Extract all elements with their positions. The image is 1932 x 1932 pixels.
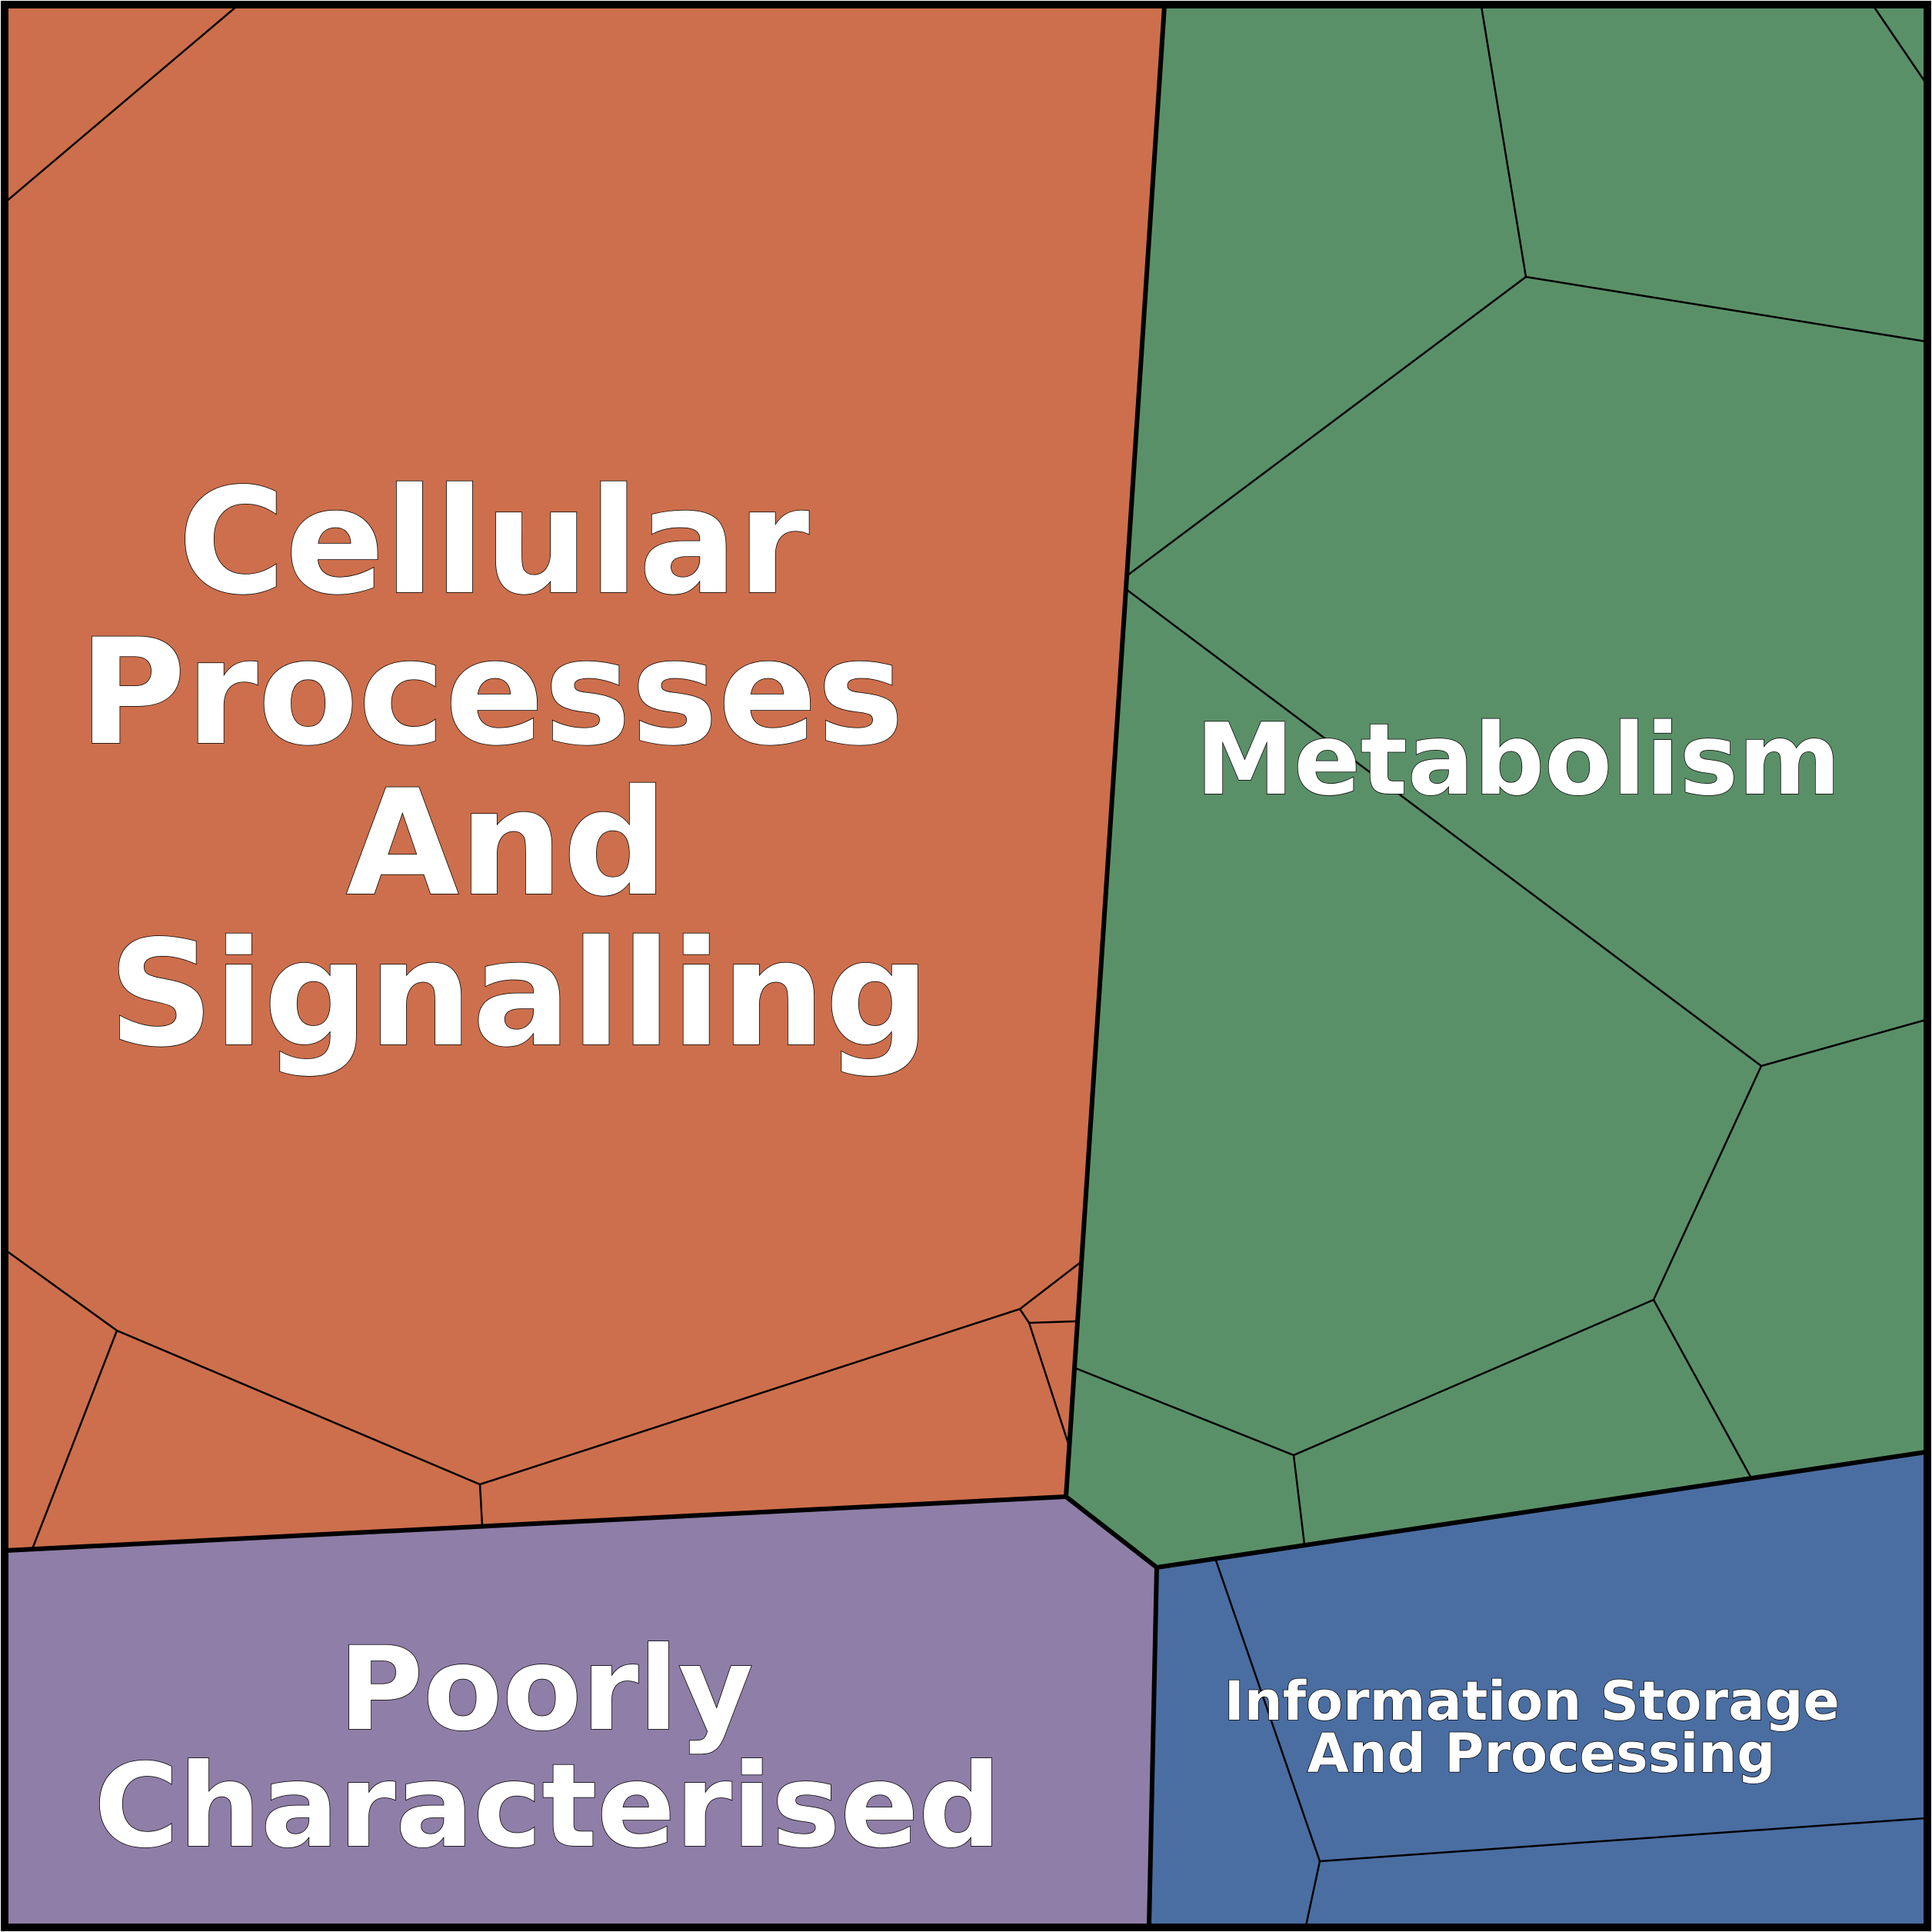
label-line: Processes xyxy=(78,608,904,778)
label-cellular-processes: Cellular Processes And Signalling xyxy=(78,457,954,1079)
label-information-storage: Information Storage And Processing xyxy=(1224,1670,1859,1785)
label-line: Characterised xyxy=(94,1740,1001,1874)
region-borders xyxy=(5,5,1927,1927)
region-cellular-processes[interactable] xyxy=(6,6,1164,1551)
region-poorly-characterised[interactable] xyxy=(6,1497,1157,1926)
metabolism-subcell-borders xyxy=(1073,5,1927,1545)
label-line: Cellular xyxy=(178,457,809,627)
cellular-subcell-borders xyxy=(5,5,1081,1550)
label-line: And Processing xyxy=(1307,1722,1776,1785)
label-line: And xyxy=(346,758,668,928)
label-line: Metabolism xyxy=(1196,703,1841,818)
label-poorly-characterised: Poorly Characterised xyxy=(94,1623,1001,1874)
information-subcell-borders xyxy=(1214,1557,1927,1927)
label-line: Signalling xyxy=(108,909,930,1079)
label-line: Information Storage xyxy=(1224,1670,1840,1733)
region-information-storage[interactable] xyxy=(1149,1452,1926,1926)
label-line: Poorly xyxy=(338,1623,753,1757)
label-metabolism: Metabolism xyxy=(1196,703,1841,818)
